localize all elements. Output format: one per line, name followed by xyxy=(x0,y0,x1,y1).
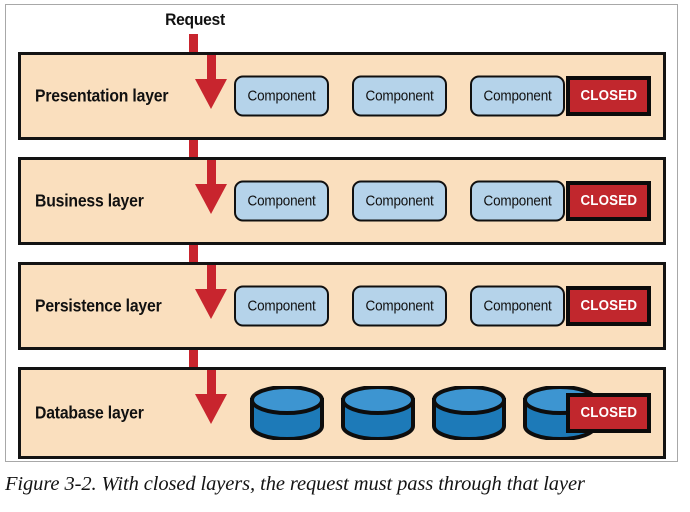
component-label: Component xyxy=(483,193,552,209)
figure-caption: Figure 3-2. With closed layers, the requ… xyxy=(5,473,585,495)
database-cylinder-icon[interactable] xyxy=(431,386,507,440)
status-badge-label: CLOSED xyxy=(580,193,637,209)
flow-arrow-presentation-icon xyxy=(187,55,243,137)
component-box[interactable]: Component xyxy=(234,285,329,327)
database-cylinder-icon[interactable] xyxy=(249,386,325,440)
component-label: Component xyxy=(247,298,316,314)
status-badge-closed-presentation: CLOSED xyxy=(566,76,651,116)
flow-arrow-persistence-icon xyxy=(187,265,243,347)
component-row-presentation: Component Component Component xyxy=(234,75,565,117)
database-cylinder-icon[interactable] xyxy=(340,386,416,440)
flow-arrow-connector-3-icon xyxy=(189,349,198,368)
layer-label-persistence: Persistence layer xyxy=(35,295,162,316)
component-box[interactable]: Component xyxy=(352,75,447,117)
flow-arrow-database-icon xyxy=(187,370,243,456)
component-box[interactable]: Component xyxy=(470,180,565,222)
database-row xyxy=(249,386,598,440)
status-badge-label: CLOSED xyxy=(580,88,637,104)
layer-band-persistence[interactable]: Persistence layer Component Component Co… xyxy=(18,262,666,350)
component-box[interactable]: Component xyxy=(470,75,565,117)
component-label: Component xyxy=(365,88,434,104)
component-box[interactable]: Component xyxy=(234,180,329,222)
component-label: Component xyxy=(365,193,434,209)
status-badge-closed-business: CLOSED xyxy=(566,181,651,221)
layer-band-database[interactable]: Database layer xyxy=(18,367,666,459)
layer-label-database: Database layer xyxy=(35,402,144,423)
status-badge-closed-persistence: CLOSED xyxy=(566,286,651,326)
component-box[interactable]: Component xyxy=(234,75,329,117)
status-badge-closed-database: CLOSED xyxy=(566,393,651,433)
component-row-business: Component Component Component xyxy=(234,180,565,222)
flow-arrow-business-icon xyxy=(187,160,243,242)
flow-arrow-connector-2-icon xyxy=(189,244,198,263)
status-badge-label: CLOSED xyxy=(580,405,637,421)
request-label: Request xyxy=(165,10,225,29)
component-box[interactable]: Component xyxy=(352,285,447,327)
status-badge-label: CLOSED xyxy=(580,298,637,314)
layer-label-business: Business layer xyxy=(35,190,144,211)
component-label: Component xyxy=(483,298,552,314)
request-arrow-shaft-icon xyxy=(189,34,198,54)
component-box[interactable]: Component xyxy=(352,180,447,222)
component-label: Component xyxy=(483,88,552,104)
layer-band-business[interactable]: Business layer Component Component Compo… xyxy=(18,157,666,245)
component-label: Component xyxy=(365,298,434,314)
layer-band-presentation[interactable]: Presentation layer Component Component C… xyxy=(18,52,666,140)
component-row-persistence: Component Component Component xyxy=(234,285,565,327)
component-label: Component xyxy=(247,88,316,104)
component-box[interactable]: Component xyxy=(470,285,565,327)
component-label: Component xyxy=(247,193,316,209)
layer-label-presentation: Presentation layer xyxy=(35,85,169,106)
flow-arrow-connector-1-icon xyxy=(189,139,198,158)
